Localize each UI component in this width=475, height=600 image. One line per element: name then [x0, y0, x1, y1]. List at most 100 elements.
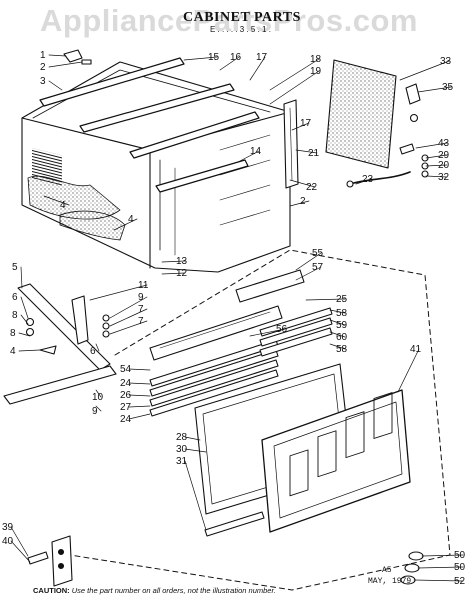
leader-line [425, 164, 448, 167]
callout-label: 4 [10, 346, 16, 357]
front-panel [261, 389, 411, 533]
leader-line [289, 200, 310, 207]
callout-label: 22 [306, 182, 318, 193]
leader-line [48, 54, 67, 57]
leader-line [269, 70, 320, 105]
side-post [283, 99, 299, 189]
diagram-title: CABINET PARTS [183, 10, 301, 25]
leader-line [417, 86, 452, 93]
callout-label: 24 [120, 378, 132, 389]
leader-line [329, 319, 346, 326]
leader-line [305, 298, 346, 301]
callout-label: 39 [2, 522, 14, 533]
mount-bracket [27, 535, 73, 587]
callout-label: 24 [120, 414, 132, 425]
callout-label: 56 [276, 324, 288, 335]
callout-label: 32 [438, 172, 450, 183]
callout-label: 2 [300, 196, 306, 207]
leader-line [109, 296, 148, 319]
cabinet-shell [21, 61, 291, 273]
part-screw [81, 59, 92, 65]
callout-label: 4 [128, 214, 134, 225]
leader-line [183, 56, 218, 61]
caution-text: Use the part number on all orders, not t… [71, 586, 276, 595]
leader-line [269, 58, 320, 91]
callout-label: 33 [440, 56, 452, 67]
callout-label: 21 [308, 148, 320, 159]
leader-line [113, 218, 138, 231]
caution-note: CAUTION: Use the part number on all orde… [33, 586, 276, 595]
leader-line [184, 436, 201, 441]
leader-line [415, 142, 448, 149]
stamp-date: MAY, 1979 [368, 577, 412, 586]
leader-line [10, 540, 31, 563]
callout-label: 18 [310, 54, 322, 65]
leader-line [89, 284, 148, 301]
left-bracket [17, 283, 111, 371]
leader-line [355, 178, 372, 185]
callout-label: 17 [256, 52, 268, 63]
leader-line [237, 150, 260, 163]
callout-label: 54 [120, 364, 132, 375]
leader-line [161, 260, 186, 263]
leader-line [18, 349, 41, 352]
callout-label: 17 [300, 118, 312, 129]
leader-line [329, 343, 346, 350]
screws-bottom [400, 551, 424, 585]
leader-line [95, 389, 102, 398]
louver-assembly [149, 269, 333, 417]
callout-label: 35 [442, 82, 454, 93]
leader-line [249, 328, 286, 337]
callout-label: 50 [454, 562, 466, 573]
callout-label: 55 [312, 248, 324, 259]
leader-line [95, 343, 100, 352]
callout-label: 40 [2, 536, 14, 547]
leader-line [128, 405, 151, 408]
leader-line [291, 122, 310, 131]
leader-line [329, 331, 346, 338]
callout-label: 6 [90, 346, 96, 357]
callout-label: 2 [40, 62, 46, 73]
callout-label: 10 [92, 392, 104, 403]
leader-line [43, 195, 70, 206]
leader-line [329, 309, 346, 314]
callout-label: 29 [438, 150, 450, 161]
callout-label: 19 [310, 66, 322, 77]
leader-line [184, 460, 207, 531]
callout-label: 20 [438, 160, 450, 171]
leader-line [20, 314, 29, 325]
leader-line [109, 320, 148, 335]
callout-label: 23 [362, 174, 374, 185]
callout-label: 5 [12, 262, 18, 273]
callout-label: 11 [138, 280, 149, 291]
callout-label: 60 [336, 332, 348, 343]
leader-line [20, 296, 29, 319]
callout-label: 58 [336, 344, 348, 355]
callout-label: 7 [138, 316, 144, 327]
leader-line [128, 368, 151, 371]
callout-label: 25 [336, 294, 348, 305]
callout-label: 52 [454, 576, 466, 587]
small-parts-right [346, 83, 429, 188]
leader-line [10, 526, 29, 557]
leader-line [219, 56, 240, 71]
leader-line [95, 405, 102, 412]
callout-label: 27 [120, 402, 132, 413]
callout-label: 26 [120, 390, 132, 401]
leader-line [417, 566, 464, 569]
callout-label: 8 [12, 310, 18, 321]
assembly-outline [69, 249, 451, 591]
callout-label: 3 [40, 76, 46, 87]
leader-line [18, 332, 31, 337]
callout-label: 9 [138, 292, 144, 303]
leader-line [397, 348, 420, 393]
leader-line [128, 413, 151, 420]
stamp-code: A5 [382, 566, 392, 575]
callout-label: 50 [454, 550, 466, 561]
callout-label: 58 [336, 308, 348, 319]
callout-label: 43 [438, 138, 450, 149]
part-clip [63, 49, 83, 63]
callout-label: 31 [176, 456, 188, 467]
callout-label: 12 [176, 268, 188, 279]
